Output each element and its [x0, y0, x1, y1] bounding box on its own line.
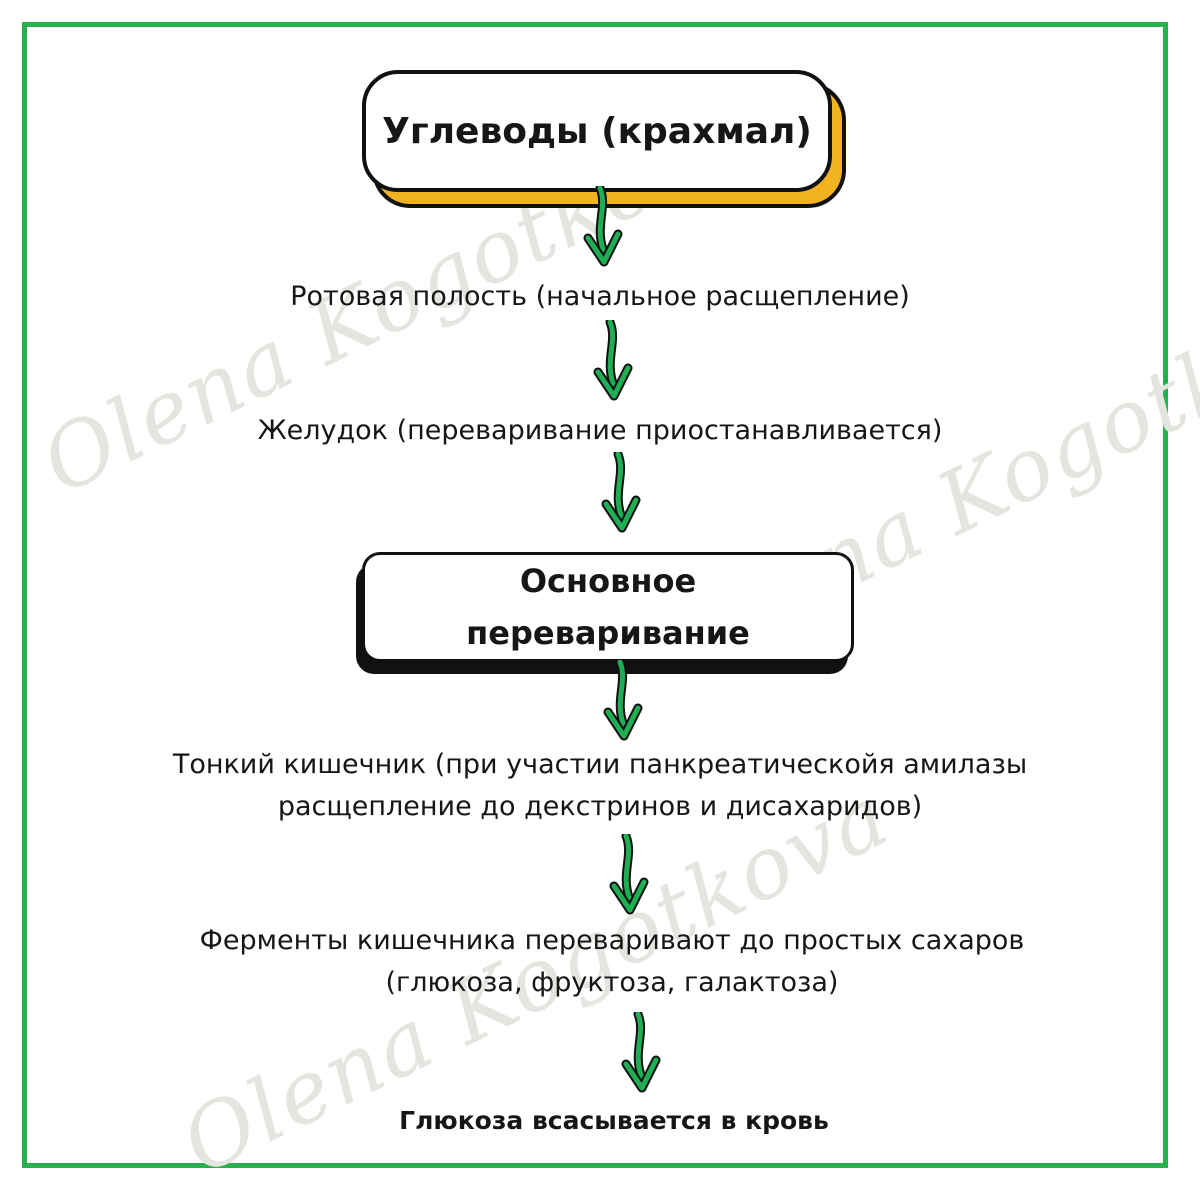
arrow-down-icon [583, 186, 623, 267]
arrow-down-icon [609, 834, 649, 915]
node-small-intestine-line2: расщепление до декстринов и дисахаридов) [277, 791, 923, 822]
node-main-digestion-line1: Основное [519, 562, 697, 600]
node-enzymes: Ферменты кишечника переваривают до прост… [112, 920, 1112, 1004]
node-carbohydrates: Углеводы (крахмал) [362, 70, 832, 192]
arrow-down-icon [601, 452, 641, 533]
node-main-digestion-line2: переваривание [466, 614, 750, 652]
node-mouth: Ротовая полость (начальное расщепление) [290, 281, 910, 312]
node-enzymes-line1: Ферменты кишечника переваривают до прост… [199, 925, 1025, 956]
arrow-down-icon [593, 320, 633, 401]
node-glucose-absorbed: Глюкоза всасывается в кровь [399, 1106, 829, 1135]
arrow-down-icon [621, 1012, 661, 1093]
node-enzymes-line2: (глюкоза, фруктоза, галактоза) [385, 967, 839, 998]
node-small-intestine: Тонкий кишечник (при участии панкреатиче… [100, 744, 1100, 828]
arrow-down-icon [603, 660, 643, 741]
node-small-intestine-line1: Тонкий кишечник (при участии панкреатиче… [172, 749, 1028, 780]
node-carbohydrates-label: Углеводы (крахмал) [382, 110, 812, 152]
node-stomach: Желудок (переваривание приостанавливаетс… [257, 415, 943, 446]
node-main-digestion: Основное переваривание [362, 552, 854, 662]
